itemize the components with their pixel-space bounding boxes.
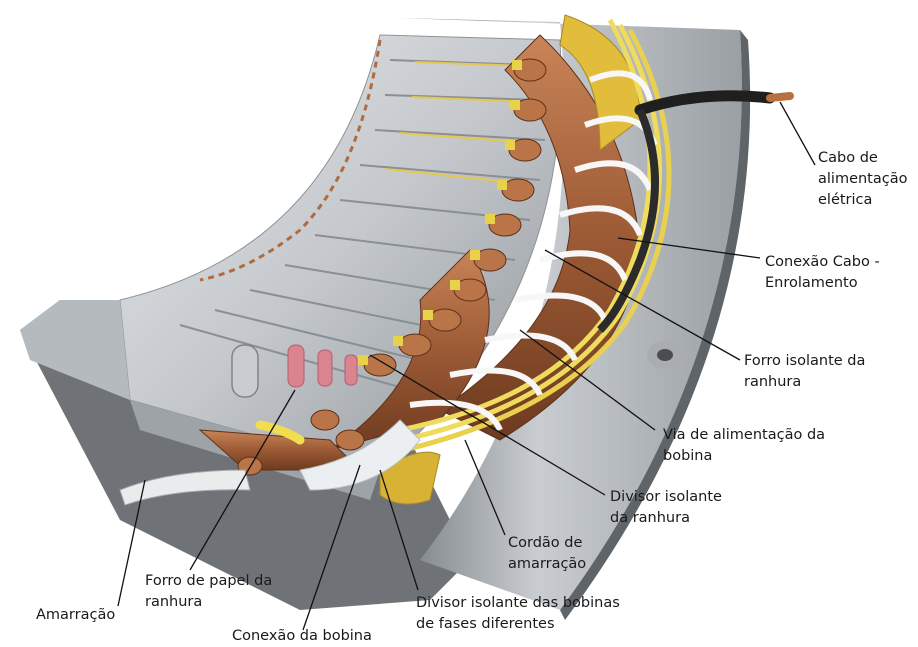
- label-coil-feed-path: Via de alimentação da bobina: [663, 425, 825, 467]
- label-phase-divider: Divisor isolante das bobinas de fases di…: [416, 593, 620, 635]
- label-paper-liner: Forro de papel da ranhura: [145, 571, 272, 613]
- label-coil-connection: Conexão da bobina: [232, 626, 372, 647]
- label-tie-cord: Cordão de amarração: [508, 533, 586, 575]
- label-power-cable: Cabo de alimentação elétrica: [818, 148, 907, 211]
- label-slot-divider: Divisor isolante da ranhura: [610, 487, 722, 529]
- label-lacing: Amarração: [36, 605, 115, 626]
- label-slot-liner: Forro isolante da ranhura: [744, 351, 865, 393]
- label-cable-winding-connection: Conexão Cabo - Enrolamento: [765, 252, 880, 294]
